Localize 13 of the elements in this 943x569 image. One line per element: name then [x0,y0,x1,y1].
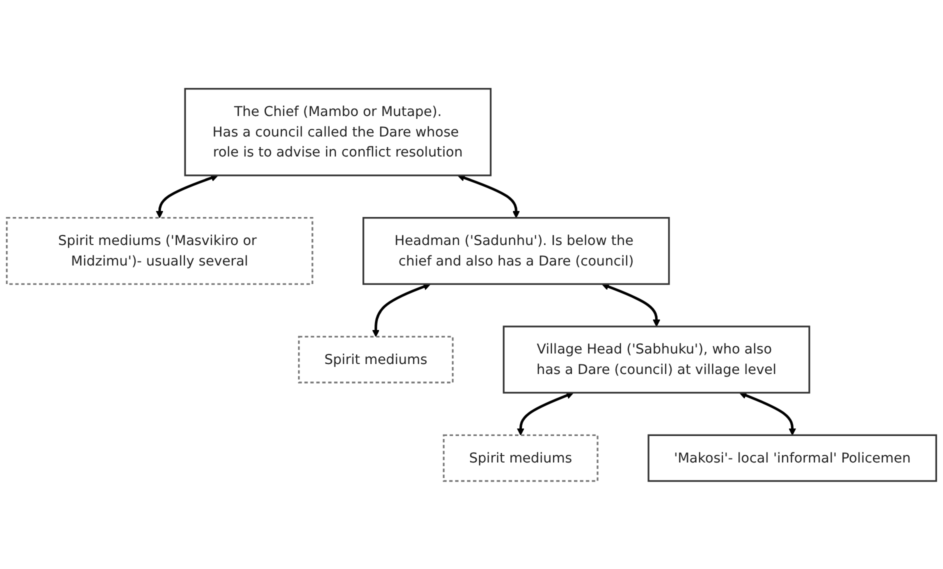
arrow [156,174,218,218]
node-box: Spirit mediums [298,335,454,383]
node-box: 'Makosi'- local 'informal' Policemen [648,434,938,482]
node-box: Spirit mediums ('Masvikiro or Midzimu')- usually several [6,216,314,284]
arrow [516,391,574,436]
node-box: The Chief (Mambo or Mutape). Has a council called the Dare whose role is to advise in conflict resolution [184,88,492,176]
node-box: Village Head ('Sabhuku'), who also has a Dare (council) at village level [502,325,810,394]
arrow [602,282,660,326]
node-box: Headman ('Sadunhu'). Is below the chief and also has a Dare (council) [362,216,670,284]
arrow [458,174,520,218]
arrow [739,391,796,436]
node-box: Spirit mediums [442,434,598,482]
arrow [372,282,431,337]
